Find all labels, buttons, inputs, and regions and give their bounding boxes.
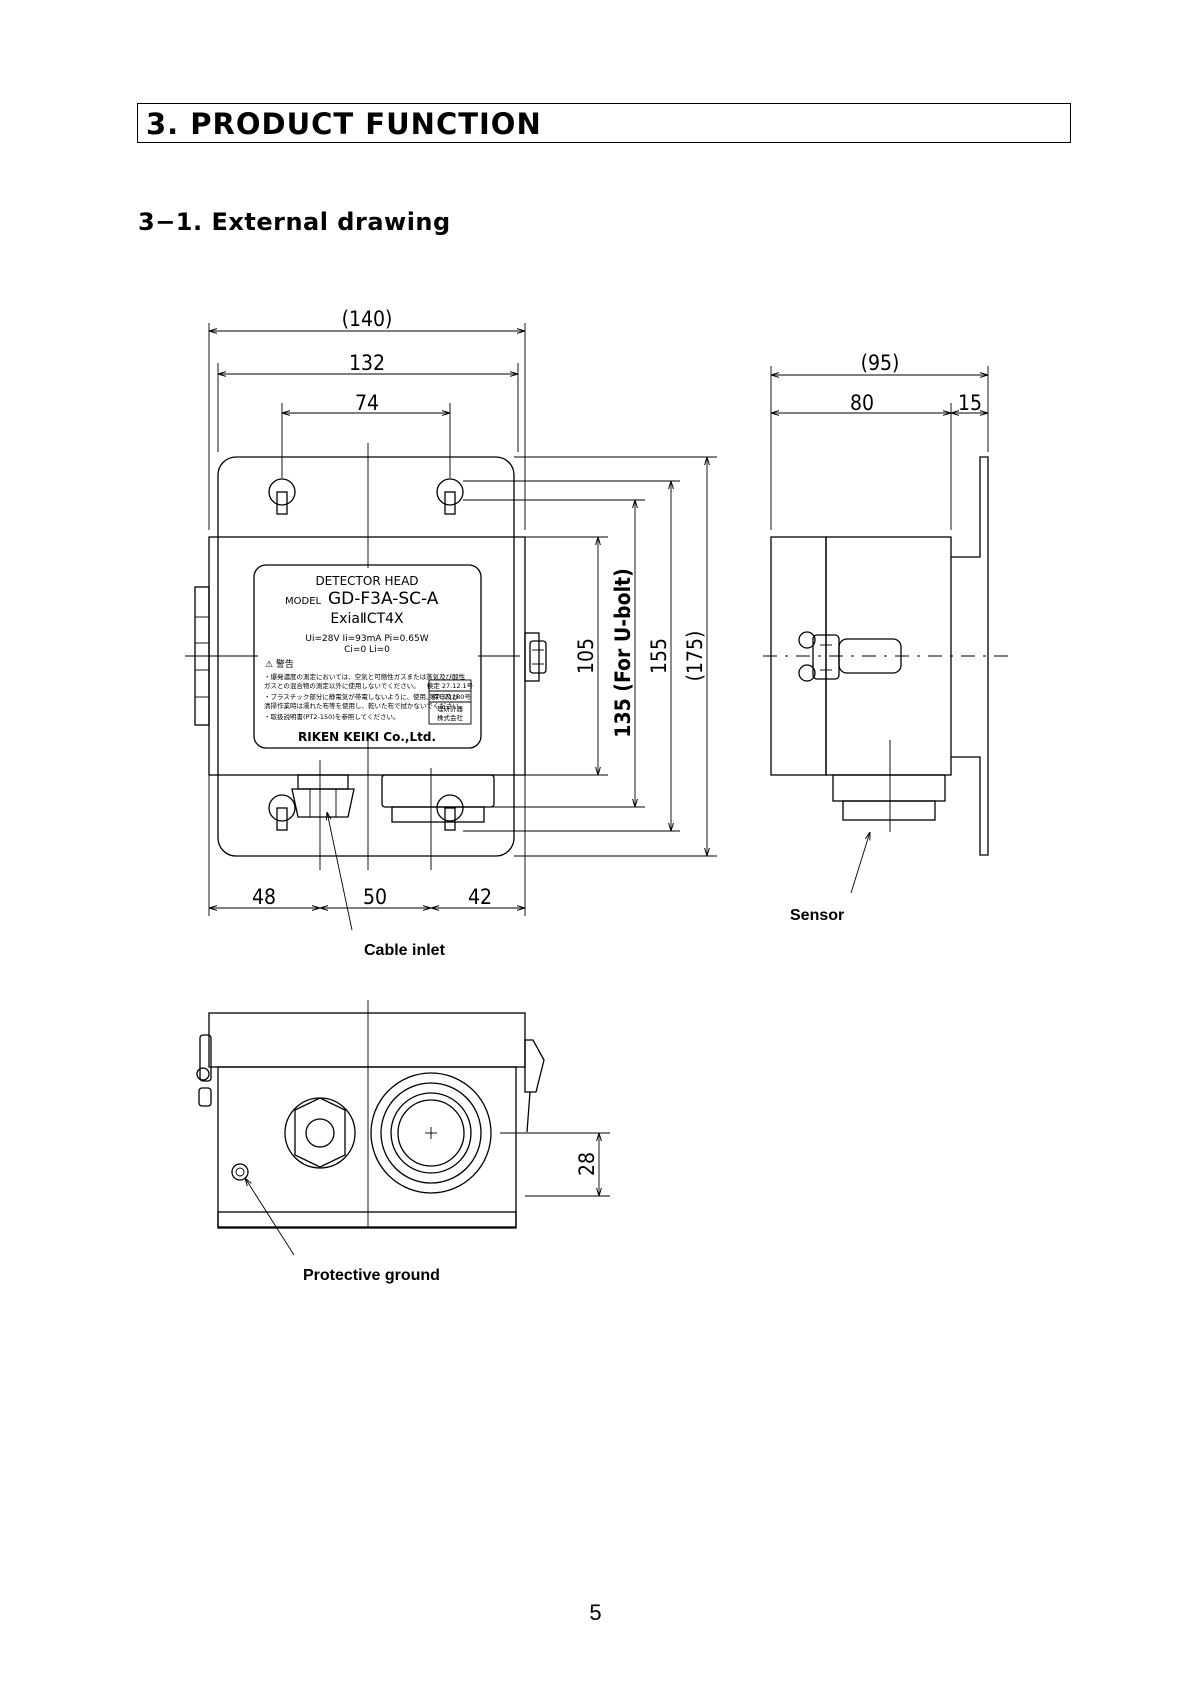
page-number: 5 <box>589 1600 602 1625</box>
front-view: DETECTOR HEAD MODEL GD-F3A-SC-A ExiaⅡCT4… <box>185 307 717 959</box>
bottom-sensor <box>370 1072 492 1194</box>
bottom-base <box>217 1211 517 1229</box>
callout-cable-inlet: Cable inlet <box>364 942 446 959</box>
plate-line1: DETECTOR HEAD <box>315 574 418 588</box>
plate-cert4: 株式会社 <box>437 713 464 722</box>
dim-height-105: 105 <box>574 638 598 674</box>
plate-warn3: ・プラスチック部分に静電気が帯電しないように、使用、保守及び <box>264 692 459 701</box>
plate-model-label: MODEL <box>285 596 322 607</box>
plate-maker: RIKEN KEIKI Co.,Ltd. <box>298 730 436 744</box>
plate-warn2: ガスとの混合物の測定以外に使用しないでください。 <box>264 681 420 690</box>
plate-params1: Ui=28V Ii=93mA Pi=0.65W <box>305 634 428 644</box>
plate-params2: Ci=0 Li=0 <box>344 645 390 655</box>
plate-warn1: ・爆発濃度の測定においては、空気と可燃性ガスまたは蒸気及び酸性 <box>264 672 466 681</box>
dim-side-depth: (95) <box>861 351 900 375</box>
sensor-front <box>381 774 495 823</box>
dim-bottom-offset: 28 <box>575 1152 599 1176</box>
bottom-cable-gland <box>284 1097 356 1169</box>
plate-warn4: 清掃作業時は濡れた布等を使用し、乾いた布で拭かないでください。 <box>264 701 465 710</box>
side-sensor <box>832 774 946 821</box>
bottom-view: 28 Protective ground <box>196 1000 610 1284</box>
dim-hole-pitch: 74 <box>355 391 379 415</box>
plate-warning-head: ⚠ 警告 <box>265 658 294 670</box>
plate-cert1: 第TC21280号 <box>429 692 471 701</box>
dim-seg-left: 48 <box>252 885 276 909</box>
dim-height-ubolt: 135 (For U-bolt) <box>611 568 635 737</box>
keyhole-bottom-left <box>268 794 296 831</box>
dim-side-body: 80 <box>850 391 874 415</box>
dim-side-bracket: 15 <box>958 391 982 415</box>
section-title: 3. PRODUCT FUNCTION <box>146 107 542 141</box>
dim-seg-right: 42 <box>468 885 492 909</box>
section-box: 3. PRODUCT FUNCTION <box>137 103 1071 143</box>
plate-warn5: ・取扱説明書(PT2-150)を参照してください。 <box>264 712 399 721</box>
callout-protective-ground: Protective ground <box>303 1267 440 1284</box>
plate-model: GD-F3A-SC-A <box>328 589 439 609</box>
bottom-top-band <box>208 1012 526 1068</box>
latch <box>524 632 547 682</box>
dim-seg-mid: 50 <box>363 885 387 909</box>
nameplate: DETECTOR HEAD MODEL GD-F3A-SC-A ExiaⅡCT4… <box>253 564 482 749</box>
keyhole-bottom-right <box>436 794 464 831</box>
side-view: (95) 80 15 Sensor <box>763 351 1008 924</box>
side-bracket <box>951 456 989 856</box>
dim-height-155: 155 <box>647 638 671 674</box>
ground-screw <box>231 1163 249 1181</box>
dim-body-width: 132 <box>349 351 385 375</box>
keyhole-top-left <box>268 478 296 515</box>
mounting-plate <box>217 456 515 857</box>
cable-gland <box>291 774 355 818</box>
dim-overall-width: (140) <box>342 307 393 331</box>
plate-cert2: 検定 27.12.1号 <box>427 681 474 690</box>
plate-exi: ExiaⅡCT4X <box>330 611 404 627</box>
dim-height-175: (175) <box>683 631 707 682</box>
keyhole-top-right <box>436 478 464 515</box>
callout-sensor: Sensor <box>790 907 844 924</box>
plate-cert3: 理研計器 <box>437 704 464 713</box>
subsection-title: 3−1. External drawing <box>138 208 451 236</box>
bottom-body <box>217 1066 517 1228</box>
